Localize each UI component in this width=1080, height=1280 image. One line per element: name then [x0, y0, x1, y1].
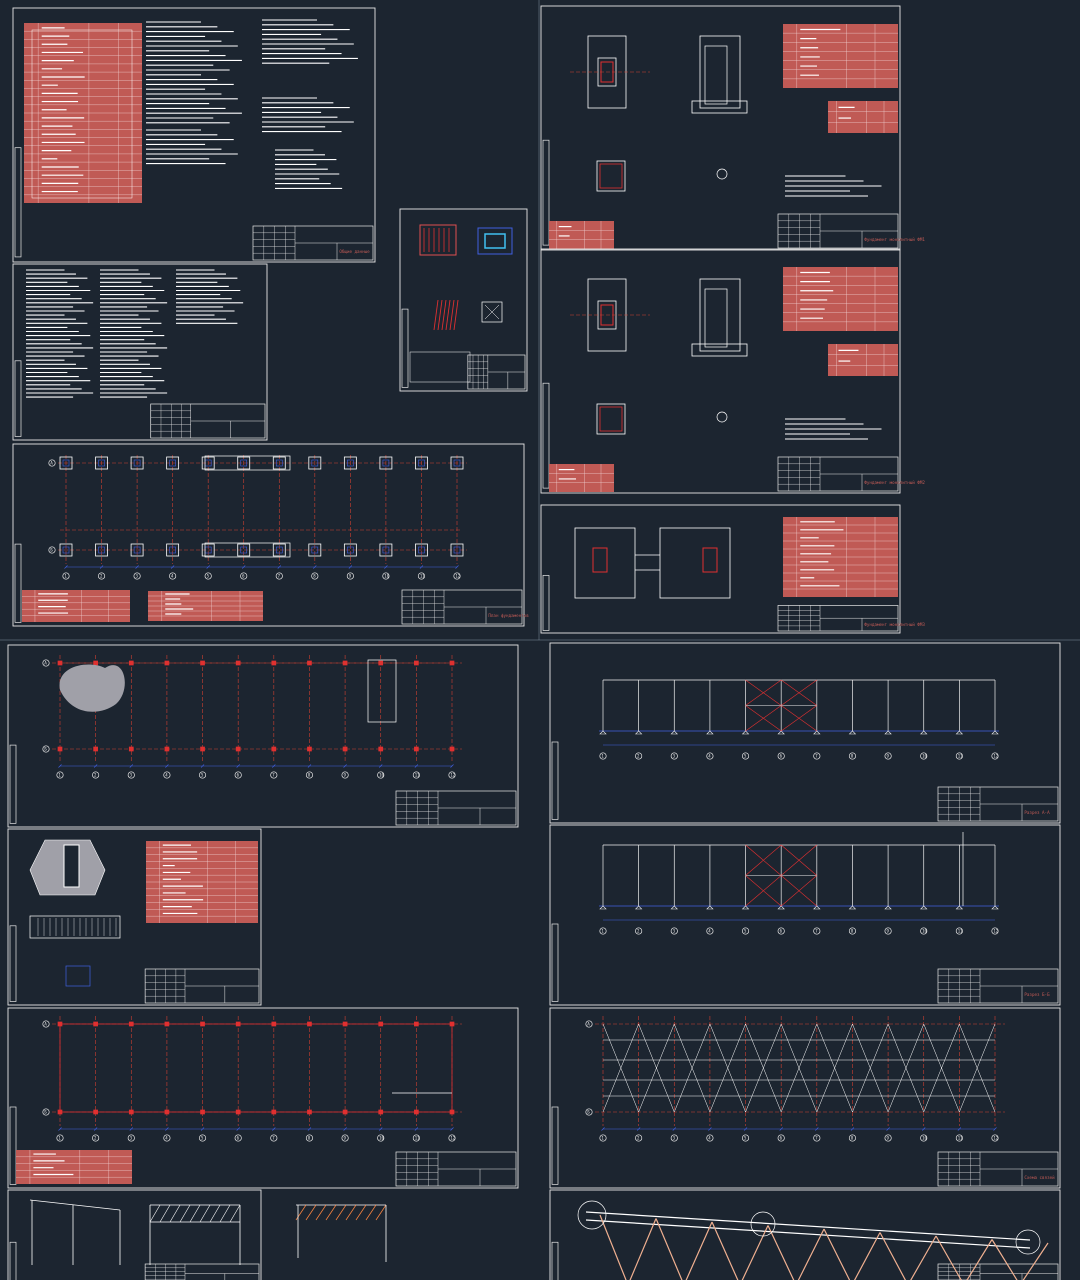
sheet-title: Схема связей: [1024, 1175, 1055, 1180]
footing-spec-table: [783, 24, 898, 88]
note-table: [828, 101, 898, 133]
sheet-title: Фундамент монолитный ФМ3: [864, 622, 925, 627]
footing-spec-table: [783, 267, 898, 331]
axis-label: 12: [450, 1136, 455, 1141]
axis-label: 12: [993, 1136, 998, 1141]
axis-label: 11: [958, 754, 963, 759]
column-mark: [414, 747, 418, 751]
axis-label: 10: [922, 929, 927, 934]
sheet-title: Фундамент монолитный ФМ1: [864, 237, 925, 242]
axis-label: 11: [420, 574, 425, 579]
column-mark: [58, 747, 62, 751]
note-table: [828, 344, 898, 376]
column-mark: [94, 747, 98, 751]
axis-label: 12: [993, 754, 998, 759]
axis-label: 11: [958, 1136, 963, 1141]
axis-label: 10: [384, 574, 389, 579]
roof-spec-table: [16, 1150, 132, 1184]
axis-label: 12: [993, 929, 998, 934]
column-mark: [343, 747, 347, 751]
column-mark: [307, 747, 311, 751]
axis-label: 11: [415, 1136, 420, 1141]
axis-label: 10: [922, 754, 927, 759]
column-mark: [129, 747, 133, 751]
axis-label: 10: [379, 773, 384, 778]
column-mark: [236, 747, 240, 751]
axis-label: 12: [450, 773, 455, 778]
sheet-title: Общие данные: [339, 249, 370, 254]
column-mark: [165, 747, 169, 751]
axis-label: 10: [379, 1136, 384, 1141]
axis-label: 11: [958, 929, 963, 934]
wall-section: [64, 845, 79, 887]
sheet-title: План фундаментов: [488, 613, 529, 618]
axis-label: 12: [455, 574, 460, 579]
column-mark: [201, 747, 205, 751]
volume-table: [549, 464, 614, 492]
column-mark: [272, 747, 276, 751]
legend-table: [22, 590, 130, 622]
sheet-title: Фундамент монолитный ФМ2: [864, 480, 925, 485]
column-mark: [450, 747, 454, 751]
axis-label: 11: [415, 773, 420, 778]
axis-label: 10: [922, 1136, 927, 1141]
column-mark: [379, 747, 383, 751]
sheet-title: Разрез Б-Б: [1024, 992, 1050, 997]
volume-table: [549, 221, 614, 249]
sheet-title: Разрез А-А: [1024, 810, 1050, 815]
